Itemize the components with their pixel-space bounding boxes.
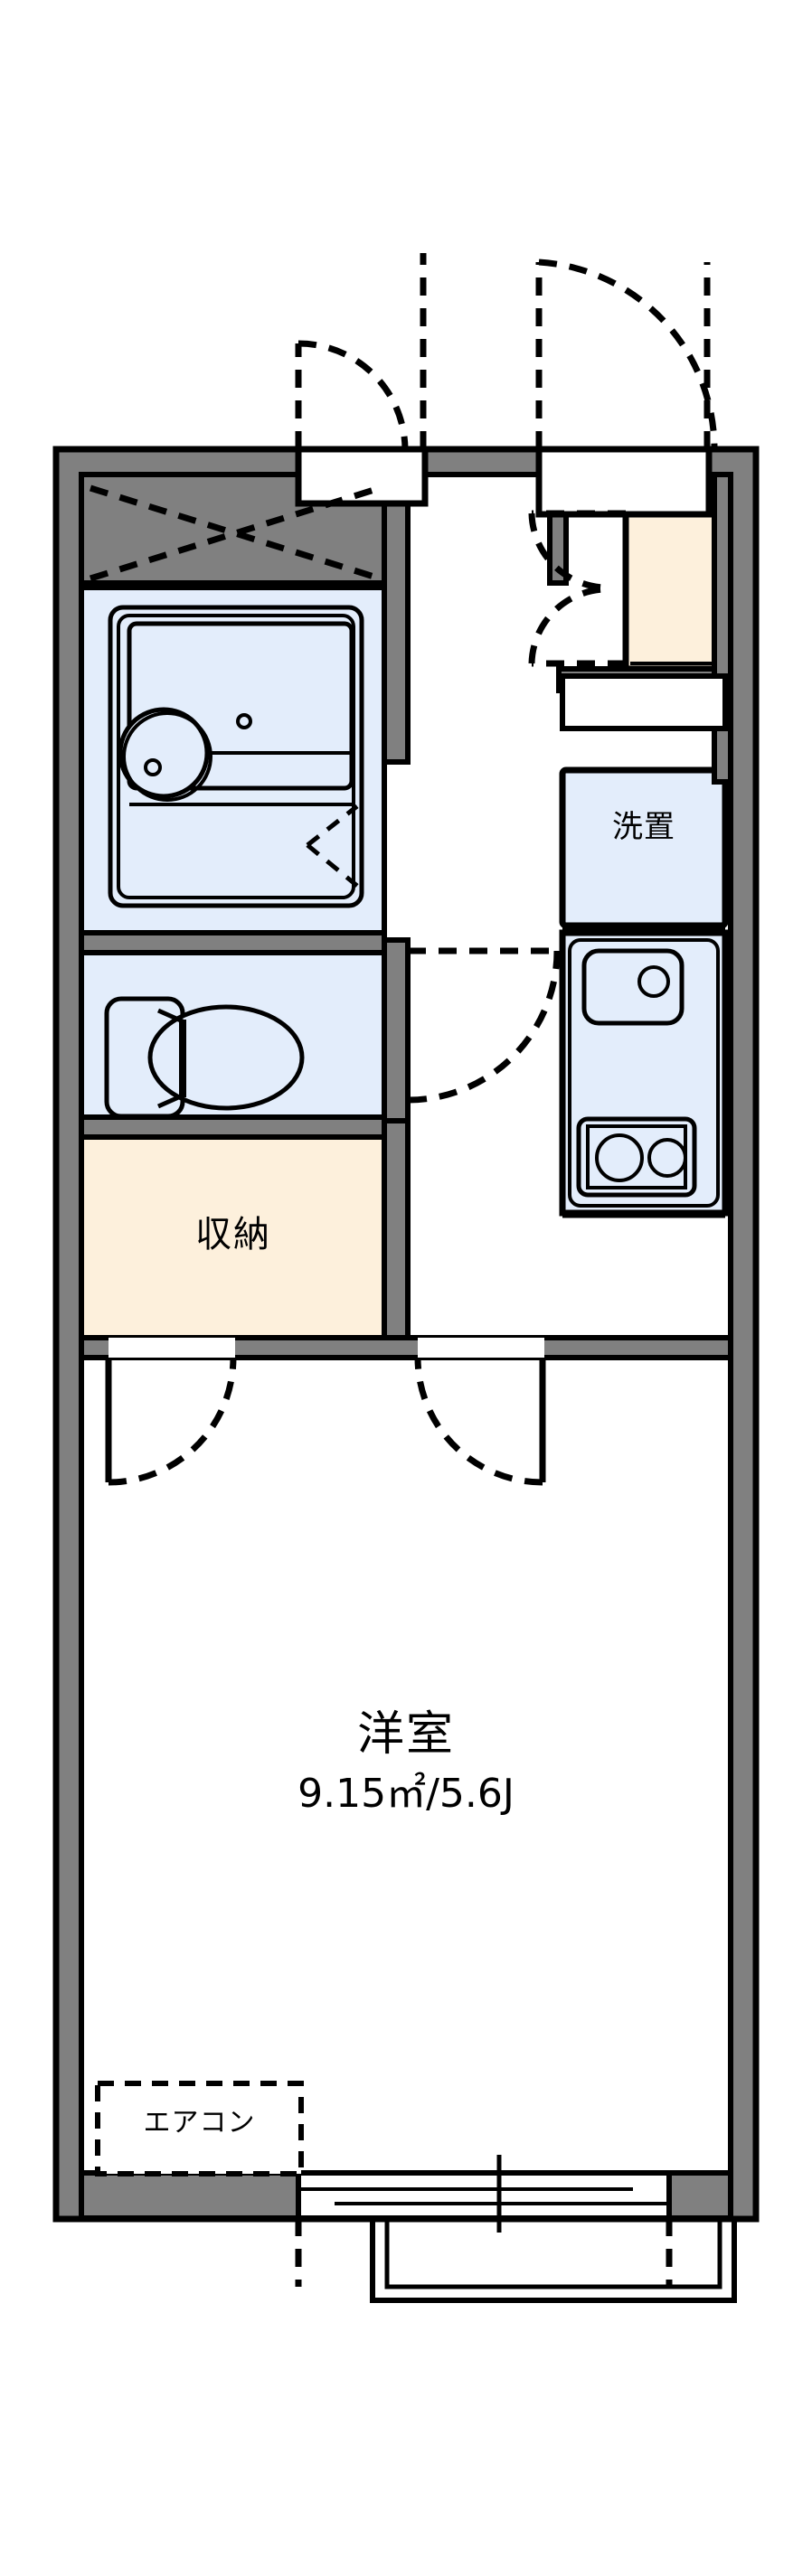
stove-burner-large (595, 1133, 644, 1182)
interior-partitions (79, 472, 733, 2221)
balcony (370, 2218, 737, 2303)
sliding-window[interactable] (296, 2155, 672, 2233)
room-title-label: 洋室 (356, 1707, 455, 1762)
room-area-label: 9.15㎡/5.6J (297, 1771, 515, 1817)
door-frames (105, 1338, 546, 1482)
entrance-door-opening[interactable] (535, 446, 713, 518)
entrance-door-arc (538, 259, 718, 450)
air-conditioner-box (95, 2081, 304, 2176)
kitchen-door-arc (407, 950, 561, 1104)
toilet-bowl (147, 1004, 305, 1111)
bathtub-drain (236, 713, 252, 729)
washbasin (118, 707, 210, 799)
washer-space (559, 766, 729, 929)
washer-space-label: 洗置 (612, 809, 675, 845)
closet-label: 収納 (195, 1214, 271, 1255)
shoe-door-bottom-arc (528, 586, 605, 664)
meterbox-door-arc (297, 340, 409, 450)
air-conditioner-label: エアコン (143, 2107, 256, 2139)
washbasin-drain (144, 758, 162, 776)
room-door-left-arc (108, 1357, 237, 1486)
shoe-door-top-arc (528, 512, 605, 591)
stove-burner-small (647, 1138, 687, 1178)
bath-window-x2 (89, 484, 382, 582)
bath-window-x1 (89, 484, 382, 582)
toilet-room (79, 946, 387, 1125)
kitchen-counter (559, 925, 729, 1218)
room-door-right-arc (414, 1357, 543, 1486)
unit-bath-room (79, 585, 387, 943)
shoe-cabinet (622, 504, 720, 672)
washer-alcove-frame (560, 673, 728, 731)
sink-faucet-hole (637, 965, 670, 998)
